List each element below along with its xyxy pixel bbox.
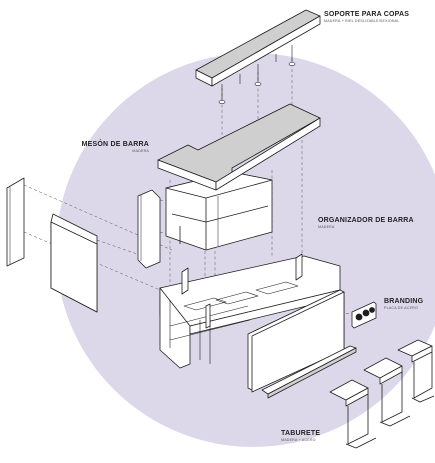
organizer-side-panel	[137, 189, 161, 269]
label-branding-title: BRANDING	[384, 298, 424, 305]
label-stool: TABURETE MADERA + ACERO	[281, 430, 320, 443]
branding-plate	[351, 301, 377, 329]
side-panel-far	[6, 177, 25, 267]
label-bar-top: MESÓN DE BARRA MADERA	[82, 141, 149, 154]
stool-3	[397, 339, 435, 403]
stool-2	[363, 357, 411, 427]
stool-1	[329, 379, 377, 449]
bar-body	[159, 253, 341, 369]
label-stool-subtitle: MADERA + ACERO	[281, 438, 316, 442]
label-bar-top-subtitle: MADERA	[132, 149, 149, 153]
label-bar-organizer-title: ORGANIZADOR DE BARRA	[318, 217, 414, 224]
label-branding-subtitle: PLACA DE ACERO	[384, 306, 418, 310]
bar-top	[157, 103, 321, 191]
label-bar-organizer: ORGANIZADOR DE BARRA MADERA	[318, 217, 414, 230]
label-stool-title: TABURETE	[281, 430, 321, 437]
label-branding: BRANDING PLACA DE ACERO	[384, 298, 423, 311]
foot-rail	[261, 345, 357, 399]
side-panel-middle	[50, 213, 98, 313]
label-glass-holder-title: SOPORTE PARA COPAS	[324, 11, 410, 18]
label-bar-organizer-subtitle: MADERA	[318, 225, 335, 229]
label-glass-holder: SOPORTE PARA COPAS MADERA + RIEL DESLIZA…	[324, 11, 409, 24]
label-glass-holder-subtitle: MADERA + RIEL DESLIZABLE/SEXIONAL	[324, 19, 400, 23]
glass-holder	[195, 9, 321, 104]
background-circle	[56, 53, 435, 447]
label-bar-top-title: MESÓN DE BARRA	[81, 141, 149, 148]
